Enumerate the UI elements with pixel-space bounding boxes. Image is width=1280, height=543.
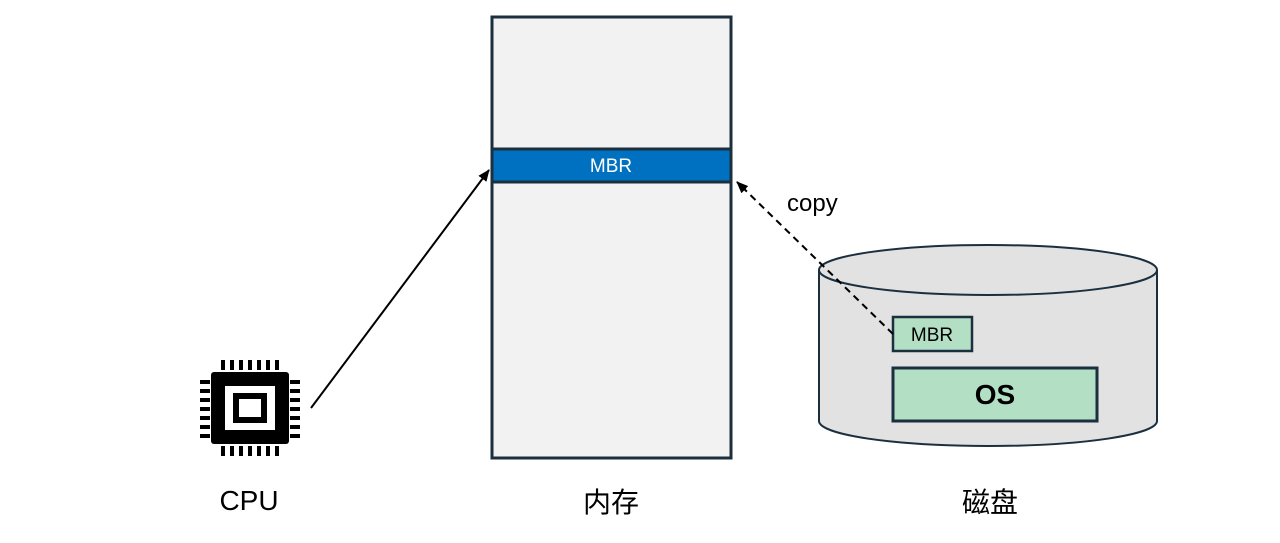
- disk-os-box: [891, 366, 1099, 423]
- cpu-to-memory-arrow: [310, 169, 490, 409]
- disk-mbr-box: [891, 315, 974, 353]
- cpu-label: CPU: [219, 485, 278, 516]
- copy-label: copy: [787, 190, 838, 217]
- disk-label: 磁盘: [962, 487, 1018, 518]
- copy-arrow: [736, 181, 894, 335]
- memory-mbr-label: MBR: [590, 156, 632, 177]
- memory-label: 内存: [583, 487, 639, 518]
- disk-mbr-label: MBR: [911, 325, 953, 346]
- chip-icon: [200, 360, 300, 456]
- disk-os-label: OS: [975, 379, 1015, 410]
- memory-block: [490, 15, 733, 460]
- memory-mbr-band: [490, 147, 733, 184]
